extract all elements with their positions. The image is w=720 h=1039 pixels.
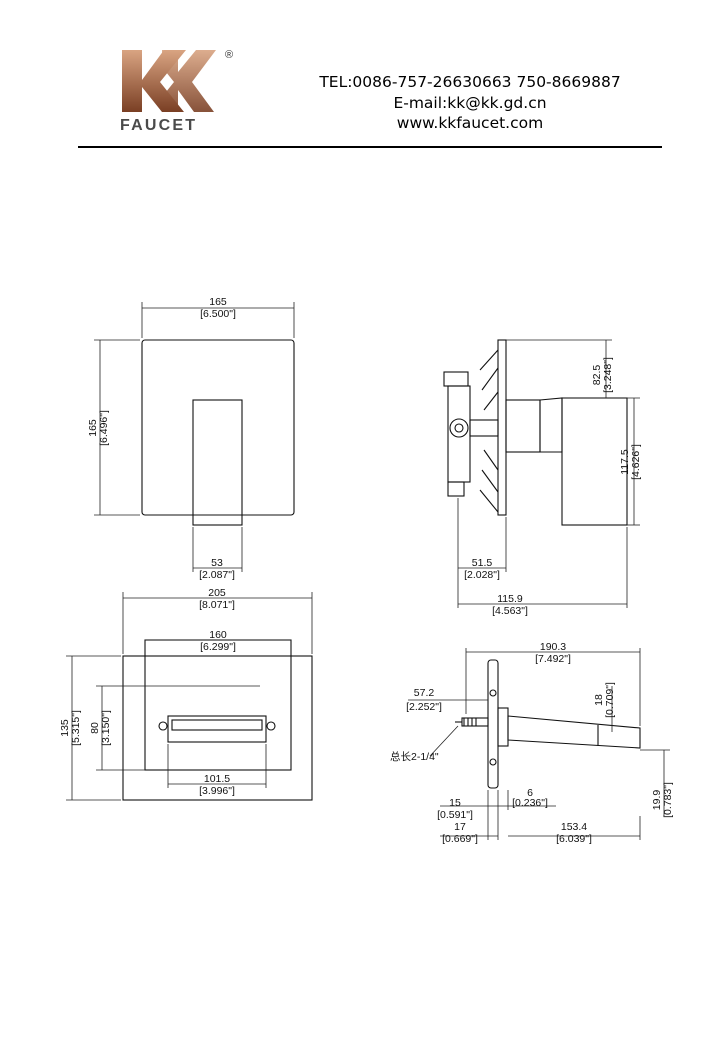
dim-spout-thickness-in: [0.709"] <box>604 682 616 718</box>
dim-valve-depth-in: [2.028"] <box>464 569 500 581</box>
thread-length-note: 总长2-1/4" <box>390 750 439 763</box>
front-handle <box>192 399 243 526</box>
dim-projection-in: [7.492"] <box>535 653 571 665</box>
valve-inlet-bottom <box>447 481 465 497</box>
dim-spout-overall-width-mm: 205 <box>208 587 226 599</box>
dim-plate-width-in: [6.299"] <box>200 641 236 653</box>
spout-side-view: 190.3 [7.492"] 57.2 [2.252"] 18 [0.709"]… <box>390 641 674 845</box>
side-view: 82.5 [3.248"] 117.5 [4.626"] 51.5 [2.028… <box>443 339 642 617</box>
dim-handle-height-in: [4.626"] <box>630 444 642 480</box>
brand-wordmark: FAUCET <box>120 117 197 134</box>
front-view: 165 [6.500"] 165 [6.496"] 53 [2.087"] <box>87 296 295 581</box>
contact-web: www.kkfaucet.com <box>396 114 544 132</box>
dim-drop-in: [0.783"] <box>662 782 674 818</box>
dim-spout-thickness-mm: 18 <box>593 694 605 706</box>
valve-body <box>447 385 471 483</box>
contact-block: TEL:0086-757-26630663 750-8669887 E-mail… <box>300 72 640 134</box>
dim-handle-height-mm: 117.5 <box>619 449 631 475</box>
dim-plate-thickness-in: [0.236"] <box>512 797 548 809</box>
side-plate <box>497 339 507 516</box>
dim-wall-gap-mm: 15 <box>449 797 461 809</box>
dim-outlet-width-in: [3.996"] <box>199 785 235 797</box>
contact-tel: TEL:0086-757-26630663 750-8669887 <box>319 73 621 91</box>
contact-email: E-mail:kk@kk.gd.cn <box>393 93 547 112</box>
registered-mark: ® <box>225 49 233 61</box>
spout-plate <box>144 639 292 771</box>
dim-spout-overall-height-mm: 135 <box>59 719 71 737</box>
spout-body <box>507 715 641 749</box>
dim-spout-overall-width-in: [8.071"] <box>199 599 235 611</box>
dim-reach-in: [6.039"] <box>556 833 592 845</box>
dim-base-mm: 17 <box>454 821 466 833</box>
kk-monogram-icon <box>122 50 216 112</box>
dim-stud-mm: 57.2 <box>414 687 435 699</box>
dim-stud-in: [2.252"] <box>406 701 442 713</box>
dim-reach-mm: 153.4 <box>561 821 587 833</box>
dim-spout-overall-height-in: [5.315"] <box>70 710 82 746</box>
dim-wall-gap-in: [0.591"] <box>437 809 473 821</box>
dim-plate-thickness-mm: 6 <box>527 787 533 799</box>
dim-front-height-mm: 165 <box>87 419 99 437</box>
dim-valve-depth-mm: 51.5 <box>472 557 493 569</box>
side-handle <box>561 397 628 526</box>
dim-handle-width-mm: 53 <box>211 557 223 569</box>
dim-projection-mm: 190.3 <box>540 641 566 653</box>
dim-plate-width-mm: 160 <box>209 629 227 641</box>
dim-side-top-mm: 82.5 <box>591 365 603 386</box>
side-escutcheon <box>505 399 541 453</box>
spout-backplate <box>122 655 313 801</box>
dim-outlet-width-mm: 101.5 <box>204 773 230 785</box>
spout-outlet <box>167 715 267 743</box>
dim-front-height-in: [6.496"] <box>98 410 110 446</box>
dim-front-width-mm: 165 <box>209 296 227 308</box>
brand-logo: ® FAUCET <box>120 49 233 134</box>
header-divider <box>78 146 662 148</box>
valve-inlet-top <box>443 371 469 387</box>
dim-handle-width-in: [2.087"] <box>199 569 235 581</box>
spout-front-view: 205 [8.071"] 160 [6.299"] 101.5 [3.996"]… <box>59 587 313 801</box>
dim-overall-depth-in: [4.563"] <box>492 605 528 617</box>
dim-side-top-in: [3.248"] <box>602 357 614 393</box>
dim-base-in: [0.669"] <box>442 833 478 845</box>
dim-drop-mm: 19.9 <box>651 790 663 811</box>
dim-front-width-in: [6.500"] <box>200 308 236 320</box>
dim-plate-height-in: [3.150"] <box>100 710 112 746</box>
dim-overall-depth-mm: 115.9 <box>497 593 523 605</box>
front-plate <box>141 339 295 516</box>
spout-side-plate <box>487 659 499 789</box>
dim-plate-height-mm: 80 <box>89 722 101 734</box>
